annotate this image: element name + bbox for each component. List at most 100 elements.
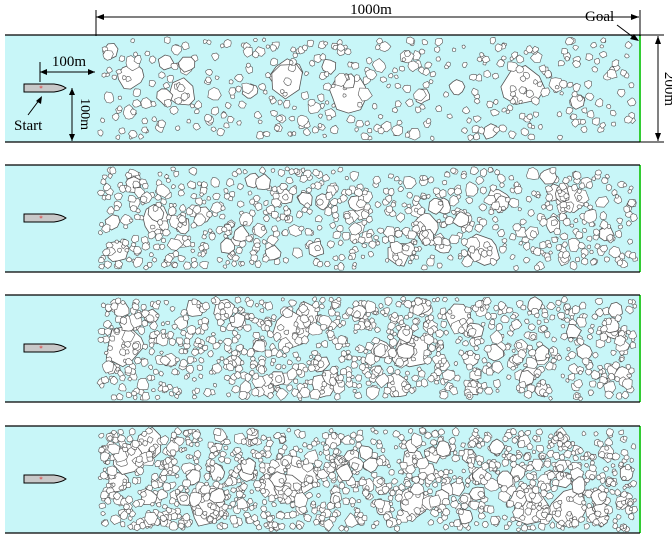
ice-floe — [597, 491, 608, 502]
ice-floe — [317, 123, 323, 129]
ice-floe — [563, 192, 570, 200]
ice-floe — [288, 115, 295, 122]
ice-floe — [475, 300, 483, 308]
ice-floe — [390, 380, 395, 386]
ice-floe — [237, 306, 243, 312]
arrow-head-right — [631, 14, 639, 20]
ice-floe — [358, 478, 368, 487]
ice-floe — [302, 458, 310, 465]
ice-floe — [181, 447, 186, 452]
ice-floe — [159, 469, 169, 477]
ice-floe — [133, 524, 142, 532]
ice-floe — [185, 207, 193, 216]
ice-floe — [481, 357, 488, 364]
ice-floe — [403, 176, 417, 189]
width-label: 200m — [661, 72, 672, 107]
ice-floe — [311, 440, 318, 447]
ice-floe — [351, 462, 360, 471]
ice-floe — [391, 477, 399, 485]
ice-floe — [464, 483, 470, 488]
ice-floe — [421, 39, 429, 46]
ice-floe — [271, 198, 282, 208]
ice-floe — [334, 392, 341, 401]
ice-floe — [130, 234, 140, 243]
ice-floe — [412, 303, 425, 316]
ice-floe — [122, 75, 127, 81]
ice-floe — [451, 47, 457, 52]
ice-floe — [628, 185, 634, 191]
ice-floe — [331, 301, 341, 310]
ice-floe — [218, 339, 223, 344]
ice-floe — [427, 176, 435, 184]
ice-floe — [197, 437, 203, 442]
ice-floe — [264, 325, 270, 332]
ice-floe — [518, 99, 523, 105]
ice-floe — [130, 38, 135, 44]
ice-floe — [233, 370, 242, 379]
ice-floe — [219, 450, 227, 458]
ice-floe — [579, 455, 586, 461]
ice-floe — [383, 386, 392, 395]
ice-floe — [306, 39, 315, 48]
ice-floe — [626, 373, 633, 378]
ice-floe — [318, 450, 323, 456]
ice-floe — [151, 472, 159, 481]
ice-floe — [531, 190, 537, 197]
ice-floe — [545, 491, 554, 500]
ice-floe — [387, 495, 394, 502]
ice-floe — [459, 317, 467, 326]
ice-floe — [128, 427, 136, 436]
ice-floe — [251, 387, 260, 397]
ice-floe — [525, 464, 534, 472]
ice-floe — [289, 510, 297, 519]
ice-floe — [266, 515, 274, 523]
ice-floe — [515, 453, 522, 460]
ice-floe — [216, 318, 225, 327]
ice-floe — [590, 369, 601, 380]
ice-floe — [391, 124, 404, 137]
ice-floe — [497, 229, 506, 238]
ice-floe — [537, 124, 543, 130]
ice-floe — [331, 83, 336, 88]
ice-floe — [460, 238, 468, 246]
ice-floe — [170, 512, 179, 520]
ice-floe — [581, 504, 588, 511]
ice-floe — [556, 189, 563, 195]
ice-floe — [115, 134, 121, 140]
ice-floe — [214, 75, 220, 81]
ice-floe — [132, 99, 142, 108]
ice-floe — [164, 36, 171, 45]
ice-floe — [315, 342, 322, 349]
ice-floe — [155, 183, 171, 198]
ice-floe — [265, 301, 273, 311]
ice-floe — [146, 374, 153, 381]
ice-floe — [231, 254, 240, 262]
ice-floe — [453, 519, 461, 527]
ice-floe — [404, 480, 412, 488]
ice-floe — [557, 134, 563, 141]
ice-floe — [560, 525, 565, 531]
ice-floe — [416, 380, 423, 388]
ice-floe — [358, 363, 366, 372]
ice-floe — [386, 463, 391, 469]
ice-floe — [604, 515, 610, 521]
ice-floe — [207, 350, 214, 358]
ice-floe — [244, 314, 250, 320]
ice-floe — [479, 505, 484, 510]
ice-floe — [144, 511, 158, 525]
ice-floe — [282, 205, 289, 212]
ice-floe — [225, 260, 231, 265]
ice-floe — [467, 393, 472, 399]
ice-floe — [622, 435, 628, 441]
ice-floe — [321, 58, 337, 75]
ice-floe — [283, 487, 293, 497]
ice-floe — [337, 239, 344, 246]
ice-floe — [158, 381, 163, 386]
ice-floe — [578, 370, 583, 375]
ice-floe — [329, 384, 335, 390]
ice-floe — [280, 297, 285, 302]
ice-floe — [324, 206, 333, 217]
ice-floe — [416, 457, 430, 470]
ice-floe — [205, 68, 213, 76]
ice-floe — [429, 439, 438, 446]
